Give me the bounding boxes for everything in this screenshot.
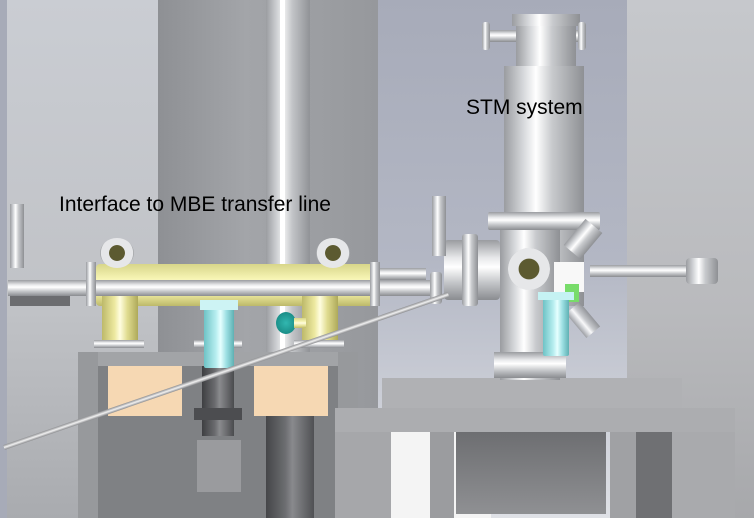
stm-top-side-flange-right [578, 22, 586, 50]
top-viewport-left [100, 238, 134, 268]
gauge-left [10, 204, 24, 268]
right-table-inner-leg-2 [610, 432, 636, 518]
rod-flange-left [86, 262, 96, 306]
stm-left-port-flange [462, 234, 478, 306]
background-left-edge [0, 0, 7, 518]
transfer-leg-left [102, 296, 138, 346]
manipulator-knob [686, 258, 718, 284]
top-viewport-right [316, 238, 350, 268]
transfer-rod [8, 280, 438, 296]
stm-column-flange [488, 212, 600, 230]
rod-coupler [380, 268, 426, 280]
lower-block [197, 440, 241, 492]
gauge-right [432, 196, 446, 256]
transfer-valve [204, 302, 234, 368]
manipulator-rod [590, 265, 690, 277]
leg-base-left [94, 340, 144, 348]
stm-valve [543, 292, 569, 356]
right-table-inner-leg [430, 432, 454, 518]
dark-pipe-right [266, 416, 314, 518]
right-table-cavity [456, 432, 606, 514]
knob-stem [294, 318, 306, 328]
stm-main-viewport [508, 248, 550, 290]
stm-top-side-arm-left [486, 30, 518, 42]
stm-valve-top [538, 292, 574, 300]
right-table-top-upper [382, 378, 682, 408]
padding-block-right [254, 366, 328, 416]
stm-top-side-flange-left [482, 22, 490, 50]
transfer-valve-top [200, 300, 238, 310]
right-table-leg-right [672, 432, 735, 518]
rod-under-blocks [10, 296, 70, 306]
vertical-pipe-highlight [280, 0, 285, 518]
right-table-shadow [636, 432, 672, 518]
stm-lower-flange [494, 352, 566, 378]
transfer-line-label: Interface to MBE transfer line [59, 193, 331, 216]
leg-base-right [294, 340, 344, 348]
knob-icon [276, 312, 296, 334]
left-frame-leg-left [78, 352, 98, 518]
rod-flange-right [370, 262, 380, 306]
right-table-top [335, 408, 735, 432]
stm-column-upper [516, 26, 576, 66]
lower-column-flange [194, 408, 242, 420]
stm-system-label: STM system [466, 96, 583, 119]
stm-top-cap [512, 14, 580, 26]
right-table-leg-left [335, 432, 391, 518]
